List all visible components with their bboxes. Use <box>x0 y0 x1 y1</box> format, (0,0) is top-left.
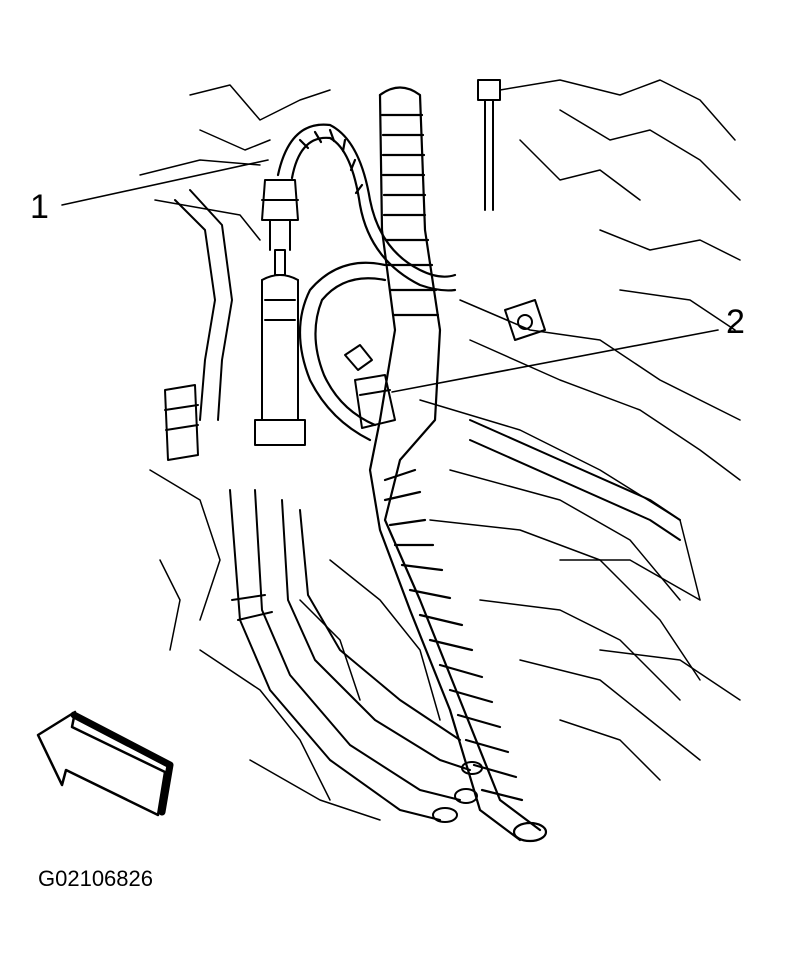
coolant-lines <box>229 489 483 823</box>
sensor-1-connector <box>261 179 299 276</box>
callout-1-label: 1 <box>30 188 49 226</box>
wire-harness-upper <box>276 123 457 292</box>
sensor-mount <box>254 274 306 446</box>
left-hose <box>164 189 233 461</box>
figure-id: G02106826 <box>38 866 153 891</box>
callout-2-label: 2 <box>726 303 745 341</box>
callout-leaders <box>61 159 719 393</box>
bolt <box>477 79 501 211</box>
engine-background <box>139 79 741 821</box>
callout-2-leader <box>391 329 719 393</box>
main-convoluted-harness <box>368 86 548 843</box>
wire-harness-left-loop <box>298 261 387 442</box>
forward-arrow-icon <box>36 710 174 817</box>
fuel-rail <box>469 299 681 541</box>
sensor-2-connector <box>344 344 396 429</box>
callout-1-leader <box>61 159 269 206</box>
